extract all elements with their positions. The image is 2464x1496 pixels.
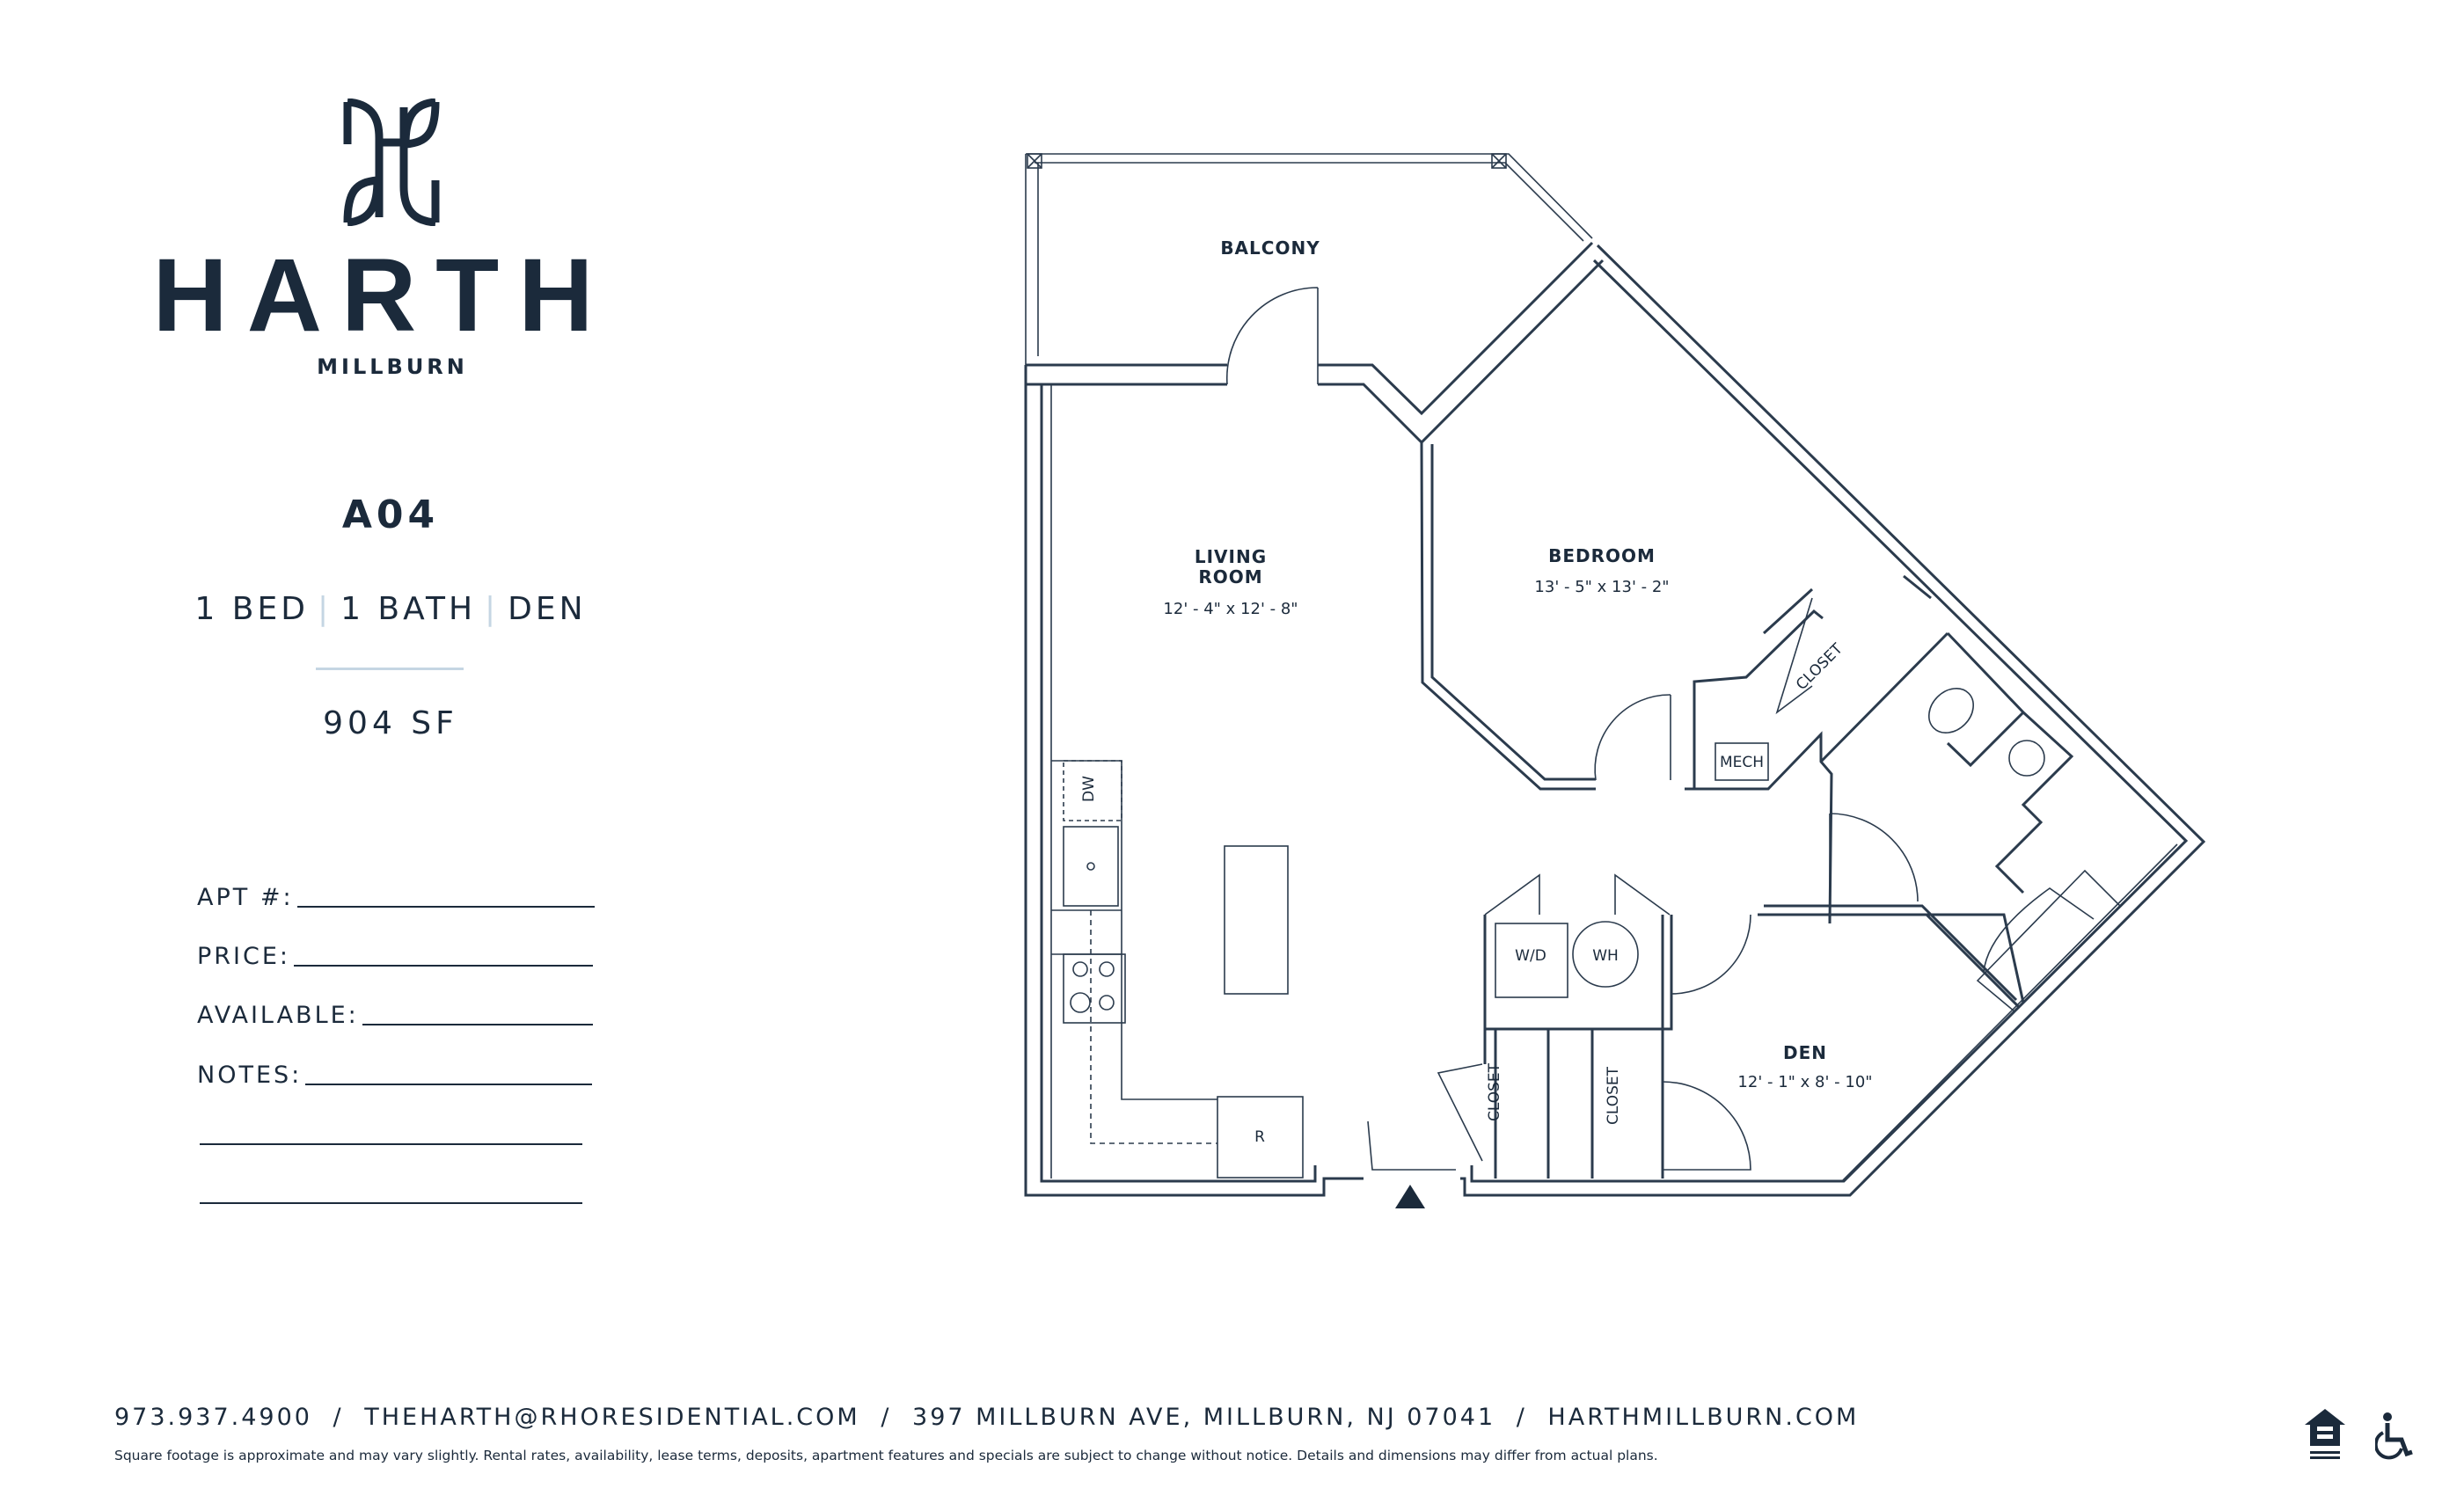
mech-label: MECH (1720, 754, 1764, 771)
apt-line (296, 906, 595, 908)
notes-line[interactable] (200, 1143, 582, 1145)
den-label: DEN (1783, 1042, 1827, 1063)
exterior-walls (1024, 241, 2206, 1197)
apt-label: APT #: (197, 884, 294, 911)
balcony-label: BALCONY (1220, 237, 1320, 259)
available-line (362, 1024, 593, 1025)
price-line (294, 965, 594, 967)
washer-dryer-label: W/D (1515, 947, 1546, 965)
available-label: AVAILABLE: (197, 1002, 359, 1029)
apt-field[interactable]: APT #: (197, 884, 595, 911)
baths: 1 BATH (340, 591, 477, 627)
entry-triangle-icon (1395, 1185, 1425, 1208)
separator: | (317, 591, 333, 627)
wheelchair-accessibility-icon (2375, 1412, 2413, 1460)
notes-label: NOTES: (197, 1062, 303, 1089)
extra-room: DEN (508, 591, 587, 627)
bedroom-label: BEDROOM (1548, 545, 1656, 566)
disclaimer: Square footage is approximate and may va… (114, 1448, 1658, 1463)
equal-housing-opportunity-icon (2305, 1409, 2345, 1459)
price-label: PRICE: (197, 943, 291, 970)
divider: / (881, 1404, 892, 1431)
unit-name: A04 (341, 493, 440, 537)
balcony-rail (1025, 153, 1593, 365)
separator: | (485, 591, 500, 627)
notes-line[interactable] (200, 1202, 582, 1204)
harth-monogram-icon (343, 99, 440, 226)
doors (1225, 287, 1919, 1171)
brand-location: MILLBURN (317, 354, 468, 379)
laundry (1495, 921, 1639, 998)
beds: 1 BED (194, 591, 309, 627)
bedroom-dimensions: 13' - 5" x 13' - 2" (1534, 578, 1669, 596)
kitchen (1051, 760, 1304, 1179)
brand-name: HARTH (152, 237, 613, 354)
price-field[interactable]: PRICE: (197, 943, 594, 970)
water-heater-label: WH (1592, 947, 1619, 965)
living-label-2: ROOM (1198, 566, 1262, 587)
den-dimensions: 12' - 1" x 8' - 10" (1737, 1073, 1872, 1091)
website[interactable]: HARTHMILLBURN.COM (1547, 1404, 1860, 1431)
interior-walls (1420, 442, 2074, 1179)
notes-field[interactable]: NOTES: (197, 1062, 593, 1089)
contact-line: 973.937.4900 / THEHARTH@RHORESIDENTIAL.C… (114, 1404, 1859, 1431)
email[interactable]: THEHARTH@RHORESIDENTIAL.COM (364, 1404, 860, 1431)
address: 397 MILLBURN AVE, MILLBURN, NJ 07041 (912, 1404, 1496, 1431)
unit-area: 904 SF (323, 705, 458, 741)
bathroom-fixtures (1928, 688, 2122, 1013)
entry-closet-label: CLOSET (1486, 1062, 1503, 1121)
divider (316, 668, 464, 670)
den-closet-label: CLOSET (1605, 1066, 1622, 1125)
divider: / (333, 1404, 344, 1431)
divider: / (1516, 1404, 1527, 1431)
bedroom-closet-label: CLOSET (1793, 640, 1846, 694)
available-field[interactable]: AVAILABLE: (197, 1002, 593, 1029)
notes-line (305, 1084, 593, 1085)
unit-summary: 1 BED|1 BATH|DEN (194, 591, 586, 627)
phone[interactable]: 973.937.4900 (114, 1404, 312, 1431)
living-dimensions: 12' - 4" x 12' - 8" (1163, 600, 1298, 618)
living-label-1: LIVING (1195, 546, 1267, 567)
refrigerator-label: R (1254, 1128, 1265, 1146)
dishwasher-label: DW (1080, 776, 1098, 802)
